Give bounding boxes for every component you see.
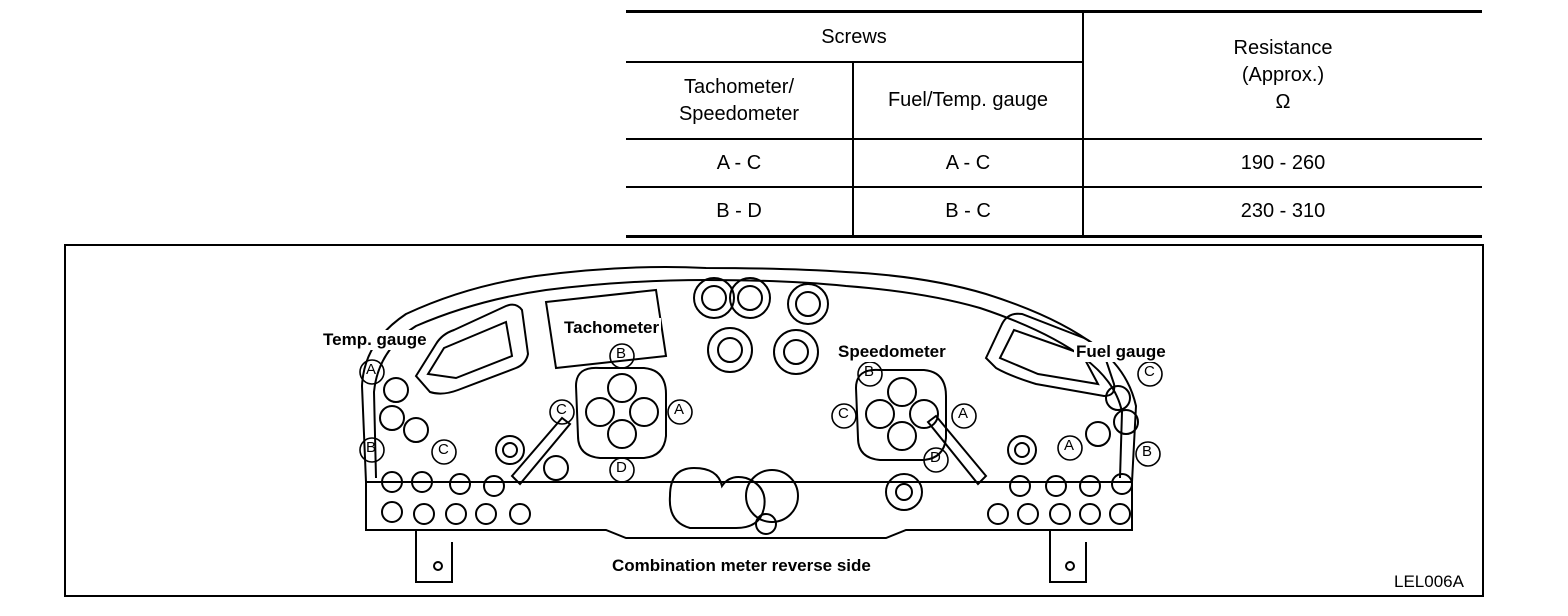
fuel-terminal-3 [1085, 421, 1111, 447]
table-col-divider-screws [852, 61, 854, 238]
figure-caption: Combination meter reverse side [612, 556, 871, 575]
socket-mid-2 [773, 329, 819, 375]
terminal-circle-tacho-b [609, 343, 635, 369]
row2-fuel-temp: B - C [945, 200, 991, 222]
center-opening-right [745, 469, 799, 523]
header-resistance: Resistance (Approx.) Ω [1233, 37, 1333, 113]
terminal-letter-temp-b: B [366, 439, 377, 456]
terminal-letter-tacho-c: C [556, 401, 567, 418]
figure-code: LEL006A [1394, 572, 1464, 591]
center-socket-bottom [755, 513, 777, 535]
right-lower-socket [1007, 435, 1037, 465]
socket-mid-1 [707, 327, 753, 373]
row1-fuel-temp: A - C [945, 151, 991, 174]
terminal-letter-temp-c: C [438, 441, 449, 458]
fuel-terminal-2 [1113, 409, 1139, 435]
table-bottom-rule [626, 235, 1482, 238]
terminal-circle-tacho-a [667, 399, 693, 425]
row1-tacho-speedo: A - C [716, 151, 762, 174]
tachometer-slot [544, 288, 668, 370]
combination-meter-figure: A B C B C A D B C A D C A B Temp. gauge … [64, 244, 1484, 597]
center-opening-left [668, 466, 766, 529]
terminal-circle-temp-b [359, 437, 385, 463]
tacho-hub-outline [574, 366, 667, 459]
left-rib [510, 416, 572, 486]
terminal-letter-speedo-d: D [930, 449, 941, 466]
temp-gauge-window-inner [426, 320, 514, 380]
terminal-circle-fuel-b [1135, 441, 1161, 467]
tacho-terminal-4 [607, 419, 637, 449]
meter-bottom-flange [365, 482, 1133, 539]
temp-terminal-3 [403, 417, 429, 443]
label-temp-gauge: Temp. gauge [321, 330, 429, 350]
mount-hole-right [1065, 561, 1075, 571]
table-header-rule [626, 138, 1482, 140]
terminal-circle-fuel-c [1137, 361, 1163, 387]
table-col-divider-resistance [1082, 10, 1084, 238]
left-lower-socket [495, 435, 525, 465]
terminal-letter-tacho-b: B [616, 345, 627, 362]
row2-tacho-speedo: B - D [716, 200, 762, 222]
mount-tab-left [415, 530, 453, 583]
resistance-spec-table: Screws Resistance (Approx.) Ω Tachometer… [626, 10, 1482, 238]
terminal-circle-temp-a [359, 359, 385, 385]
table-top-rule [626, 10, 1482, 13]
meter-back-drawing [359, 266, 1163, 583]
socket-top-2 [729, 277, 771, 319]
row1-resistance: 190 - 260 [1240, 151, 1326, 174]
left-connector-pins [381, 471, 531, 525]
label-tachometer: Tachometer [562, 318, 662, 338]
speedo-terminal-2 [865, 399, 895, 429]
header-fuel-temp: Fuel/Temp. gauge [887, 89, 1049, 111]
tacho-terminal-1 [607, 373, 637, 403]
terminal-letter-fuel-c: C [1144, 363, 1155, 380]
speedo-terminal-4 [887, 421, 917, 451]
terminal-circle-fuel-a [1057, 435, 1083, 461]
mount-hole-left [433, 561, 443, 571]
table-row-rule [626, 186, 1482, 188]
socket-top-3 [787, 283, 829, 325]
header-tacho-speedo: Tachometer/ Speedometer [678, 75, 800, 125]
speedo-terminal-3 [909, 399, 939, 429]
tacho-terminal-3 [629, 397, 659, 427]
terminal-circle-speedo-b [857, 361, 883, 387]
speedo-lower-socket [885, 473, 923, 511]
terminal-letter-tacho-d: D [616, 459, 627, 476]
fuel-gauge-window [984, 312, 1116, 398]
header-screws: Screws [821, 25, 887, 48]
fuel-terminal-1 [1105, 385, 1131, 411]
row2-resistance: 230 - 310 [1240, 200, 1326, 222]
terminal-circle-tacho-d [609, 457, 635, 483]
terminal-letter-speedo-b: B [864, 363, 875, 380]
temp-terminal-1 [383, 377, 409, 403]
right-connector-pins [987, 473, 1133, 525]
table-screws-rule [626, 61, 1084, 63]
terminal-circle-speedo-d [923, 447, 949, 473]
label-fuel-gauge: Fuel gauge [1074, 342, 1168, 362]
terminal-letter-temp-a: A [366, 361, 377, 378]
terminal-letter-fuel-a: A [1064, 437, 1075, 454]
terminal-letter-fuel-b: B [1142, 443, 1153, 460]
right-rib [926, 414, 988, 486]
fuel-gauge-window-inner [998, 328, 1100, 386]
terminal-circle-speedo-c [831, 403, 857, 429]
mount-tab-right [1049, 530, 1087, 583]
terminal-circle-temp-c [431, 439, 457, 465]
meter-housing-outline [360, 266, 1138, 483]
speedo-terminal-1 [887, 377, 917, 407]
temp-gauge-window [414, 303, 530, 395]
terminal-letter-speedo-a: A [958, 405, 969, 422]
tacho-terminal-2 [585, 397, 615, 427]
terminal-circle-speedo-a [951, 403, 977, 429]
speedo-hub-outline [854, 368, 947, 461]
socket-top-1 [693, 277, 735, 319]
meter-housing-inner [372, 278, 1124, 479]
tacho-lower-socket [543, 455, 569, 481]
temp-terminal-2 [379, 405, 405, 431]
label-speedometer: Speedometer [836, 342, 948, 362]
terminal-circle-tacho-c [549, 399, 575, 425]
terminal-letter-tacho-a: A [674, 401, 685, 418]
terminal-letter-speedo-c: C [838, 405, 849, 422]
